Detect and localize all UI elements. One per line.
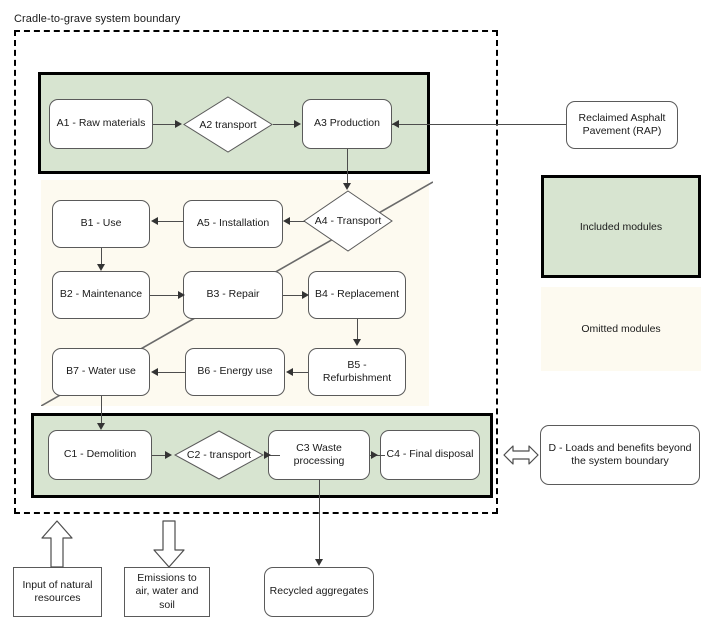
legend-omitted-modules: Omitted modules	[541, 287, 701, 371]
node-b2-label: B2 - Maintenance	[59, 288, 143, 301]
node-rap-label: Reclaimed Asphalt Pavement (RAP)	[578, 111, 666, 137]
node-c3-label: C3 Waste processing	[293, 441, 345, 467]
diamond-shape-icon	[303, 190, 393, 252]
connector-b2-b3	[150, 295, 183, 296]
node-b1-label: B1 - Use	[80, 217, 122, 230]
connector-a5-b1	[155, 221, 183, 222]
legend-omitted-label: Omitted modules	[581, 323, 661, 335]
arrowhead-c2-c3	[264, 451, 271, 459]
node-a5-installation[interactable]: A5 - Installation	[183, 200, 283, 248]
connector-rap-a3	[392, 124, 566, 125]
node-a2-label: A2 transport	[199, 118, 257, 131]
arrowhead-b6-b7	[151, 368, 158, 376]
connector-a1-a2	[153, 124, 179, 125]
arrowhead-a4-a5	[283, 217, 290, 225]
connector-a2-a3	[273, 124, 299, 125]
node-b1-use[interactable]: B1 - Use	[52, 200, 150, 248]
node-c4-final-disposal[interactable]: C4 - Final disposal	[380, 430, 480, 480]
connector-b4-b5	[357, 319, 358, 344]
node-b5-label: B5 - Refurbishment	[322, 358, 392, 384]
node-c1-demolition[interactable]: C1 - Demolition	[48, 430, 152, 480]
node-recycled-aggregates[interactable]: Recycled aggregates	[264, 567, 374, 617]
node-a4-transport[interactable]: A4 - Transport	[303, 190, 393, 252]
connector-a4-a5	[285, 221, 305, 222]
up-block-arrow-icon	[41, 520, 73, 568]
node-a3-label: A3 Production	[314, 117, 380, 130]
legend-included-label: Included modules	[579, 220, 663, 233]
node-b4-label: B4 - Replacement	[314, 288, 400, 301]
down-block-arrow-icon	[153, 520, 185, 568]
node-b3-repair[interactable]: B3 - Repair	[183, 271, 283, 319]
arrowhead-c3-c4	[371, 451, 378, 459]
system-boundary-dashed-rect	[14, 30, 498, 514]
diamond-shape-icon	[174, 430, 264, 480]
arrowhead-b7-c1	[97, 423, 105, 430]
arrowhead-a3-a4	[343, 183, 351, 190]
node-b6-energy-use[interactable]: B6 - Energy use	[185, 348, 285, 396]
node-b7-label: B7 - Water use	[66, 365, 136, 378]
connector-a3-a4	[347, 149, 348, 188]
arrowhead-b5-b6	[286, 368, 293, 376]
arrowhead-b1-b2	[97, 264, 105, 271]
node-input-resources-label: Input of natural resources	[22, 578, 93, 604]
node-a4-label: A4 - Transport	[314, 215, 382, 227]
connector-c1-c2	[152, 455, 170, 456]
node-b3-label: B3 - Repair	[206, 288, 260, 301]
arrowhead-b3-b4	[302, 291, 309, 299]
arrowhead-b4-b5	[353, 339, 361, 346]
node-a5-label: A5 - Installation	[196, 217, 270, 230]
node-a2-transport[interactable]: A2 transport	[183, 96, 273, 153]
arrowhead-a1-a2	[175, 120, 182, 128]
connector-b3-b4	[283, 295, 307, 296]
connector-b1-b2	[101, 248, 102, 269]
arrowhead-a2-a3	[294, 120, 301, 128]
node-module-d-label: D - Loads and benefits beyond the system…	[548, 441, 692, 467]
node-c3-waste-processing[interactable]: C3 Waste processing	[268, 430, 370, 480]
node-c2-label: C2 - transport	[186, 449, 252, 461]
connector-b7-c1	[101, 396, 102, 428]
node-recycled-label: Recycled aggregates	[269, 585, 369, 598]
node-b4-replacement[interactable]: B4 - Replacement	[308, 271, 406, 319]
node-c2-transport[interactable]: C2 - transport	[174, 430, 264, 480]
node-b6-label: B6 - Energy use	[197, 365, 273, 378]
connector-c3-recycled	[319, 480, 320, 564]
node-reclaimed-asphalt-pavement[interactable]: Reclaimed Asphalt Pavement (RAP)	[566, 101, 678, 149]
diamond-shape-icon	[183, 96, 273, 153]
node-module-d-loads-benefits[interactable]: D - Loads and benefits beyond the system…	[540, 425, 700, 485]
node-b7-water-use[interactable]: B7 - Water use	[52, 348, 150, 396]
connector-b6-b7	[155, 372, 185, 373]
node-emissions-air-water-soil[interactable]: Emissions to air, water and soil	[124, 567, 210, 617]
connector-b5-b6	[290, 372, 308, 373]
node-c4-label: C4 - Final disposal	[386, 448, 474, 461]
arrowhead-a5-b1	[151, 217, 158, 225]
node-a1-raw-materials[interactable]: A1 - Raw materials	[49, 99, 153, 149]
node-b5-refurbishment[interactable]: B5 - Refurbishment	[308, 348, 406, 396]
arrowhead-b2-b3	[178, 291, 185, 299]
arrowhead-c3-recycled	[315, 559, 323, 566]
node-c1-label: C1 - Demolition	[63, 448, 137, 461]
node-a1-label: A1 - Raw materials	[56, 117, 146, 130]
legend-included-modules: Included modules	[541, 175, 701, 278]
node-input-natural-resources[interactable]: Input of natural resources	[13, 567, 102, 617]
node-a3-production[interactable]: A3 Production	[302, 99, 392, 149]
system-boundary-label: Cradle-to-grave system boundary	[14, 13, 181, 25]
connector-c2-c3	[264, 455, 280, 456]
arrowhead-c1-c2	[165, 451, 172, 459]
arrowhead-rap-a3	[392, 120, 399, 128]
node-b2-maintenance[interactable]: B2 - Maintenance	[52, 271, 150, 319]
double-headed-block-arrow-icon	[503, 445, 539, 465]
node-emissions-label: Emissions to air, water and soil	[135, 572, 199, 611]
